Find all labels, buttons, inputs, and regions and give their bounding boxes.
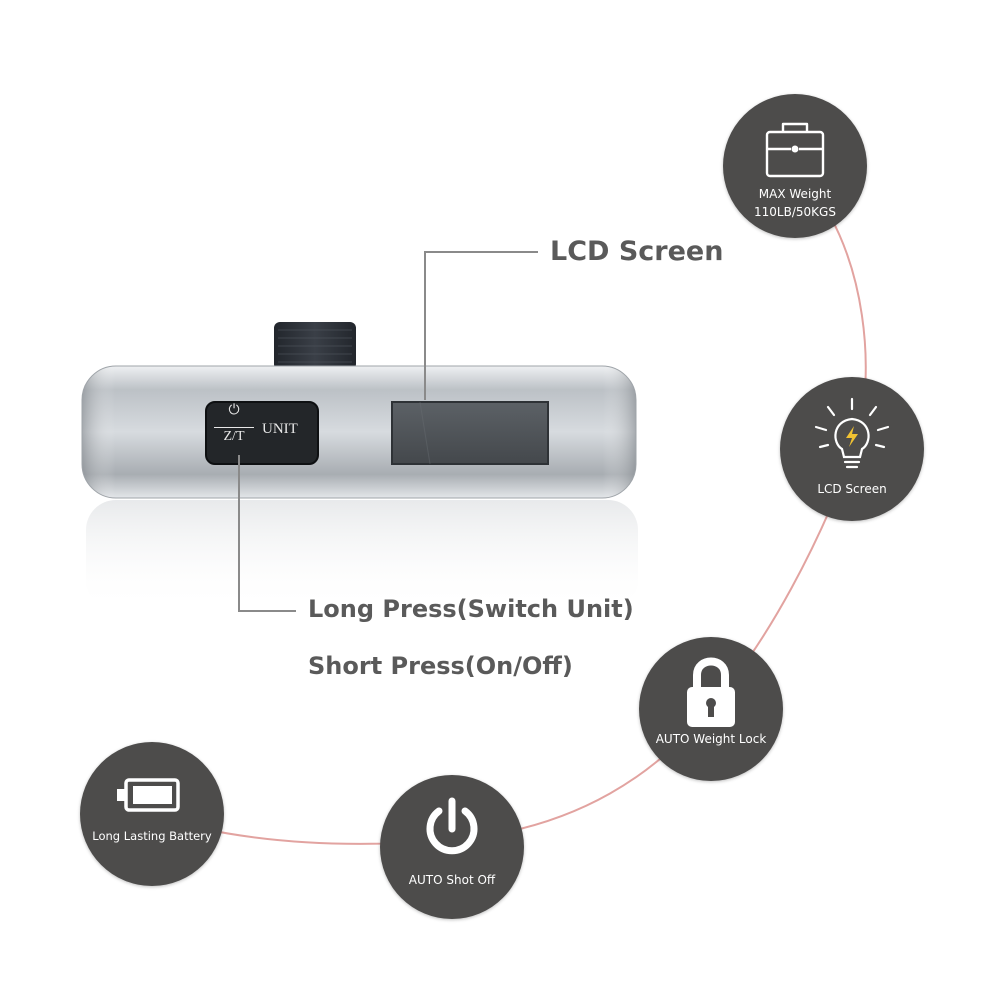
long-press-callout: Long Press(Switch Unit) — [308, 595, 634, 623]
feature-max-weight: MAX Weight 110LB/50KGS — [723, 94, 867, 238]
unit-label[interactable]: UNIT — [262, 421, 298, 437]
feature-sublabel: 110LB/50KGS — [754, 205, 836, 219]
padlock-icon — [687, 657, 735, 727]
battery-icon — [117, 778, 180, 812]
lightbulb-icon — [814, 397, 890, 469]
feature-auto-weight-lock: AUTO Weight Lock — [639, 637, 783, 781]
feature-long-lasting-battery: Long Lasting Battery — [80, 742, 224, 886]
feature-label: MAX Weight — [758, 187, 832, 201]
power-icon — [426, 797, 478, 855]
button-panel — [206, 402, 318, 464]
feature-label: LCD Screen — [817, 482, 887, 496]
power-symbol[interactable]: ⏻ — [228, 403, 240, 418]
feature-label: AUTO Shot Off — [408, 873, 496, 887]
lcd-screen-callout: LCD Screen — [550, 236, 724, 267]
feature-label: AUTO Weight Lock — [655, 732, 767, 746]
zt-label: Z/T — [214, 427, 254, 445]
suitcase-icon — [765, 122, 825, 178]
lcd-display — [391, 401, 549, 465]
feature-auto-shot-off: AUTO Shot Off — [380, 775, 524, 919]
feature-label: Long Lasting Battery — [92, 829, 212, 843]
short-press-callout: Short Press(On/Off) — [308, 652, 573, 680]
feature-lcd-screen: LCD Screen — [780, 377, 924, 521]
